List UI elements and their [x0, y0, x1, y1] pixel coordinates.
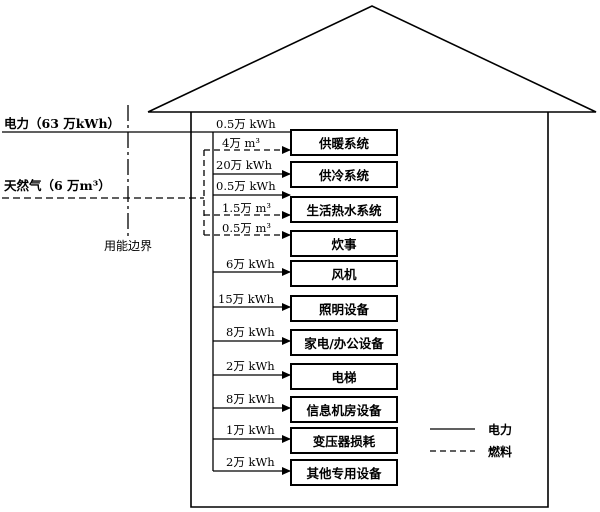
- sink-box-elevator: 电梯: [290, 363, 398, 390]
- flow-label: 0.5万 m³: [222, 221, 271, 235]
- flow-label: 6万 kWh: [226, 257, 275, 271]
- legend-fuel-label: 燃料: [488, 445, 513, 459]
- flow-label: 15万 kWh: [218, 292, 274, 306]
- flow-label: 2万 kWh: [226, 455, 275, 469]
- sink-box-heating: 供暖系统: [290, 129, 398, 156]
- flow-label: 2万 kWh: [226, 359, 275, 373]
- house-roof: [147, 5, 597, 113]
- legend-electricity-label: 电力: [488, 423, 513, 437]
- flow-label: 20万 kWh: [216, 158, 272, 172]
- flow-label: 1万 kWh: [226, 423, 275, 437]
- gas-input-label: 天然气（6 万m³）: [4, 178, 111, 193]
- sink-box-appliances: 家电/办公设备: [290, 329, 398, 356]
- sink-box-hot-water: 生活热水系统: [290, 196, 398, 223]
- sink-box-data-room: 信息机房设备: [290, 396, 398, 423]
- sink-box-lighting: 照明设备: [290, 295, 398, 322]
- flow-label: 4万 m³: [222, 136, 260, 150]
- flow-label: 8万 kWh: [226, 325, 275, 339]
- sink-box-cooking: 炊事: [290, 230, 398, 257]
- sink-box-cooling: 供冷系统: [290, 161, 398, 188]
- sink-box-other-equipment: 其他专用设备: [290, 459, 398, 486]
- flow-label: 1.5万 m³: [222, 201, 271, 215]
- electricity-input-label: 电力（63 万kWh）: [4, 116, 121, 131]
- house-walls: [190, 112, 549, 508]
- sink-box-fans: 风机: [290, 260, 398, 287]
- flow-label: 0.5万 kWh: [216, 117, 276, 131]
- flow-label: 8万 kWh: [226, 392, 275, 406]
- flow-label: 0.5万 kWh: [216, 179, 276, 193]
- energy-boundary-label: 用能边界: [104, 239, 153, 253]
- sink-box-transformer-loss: 变压器损耗: [290, 427, 398, 454]
